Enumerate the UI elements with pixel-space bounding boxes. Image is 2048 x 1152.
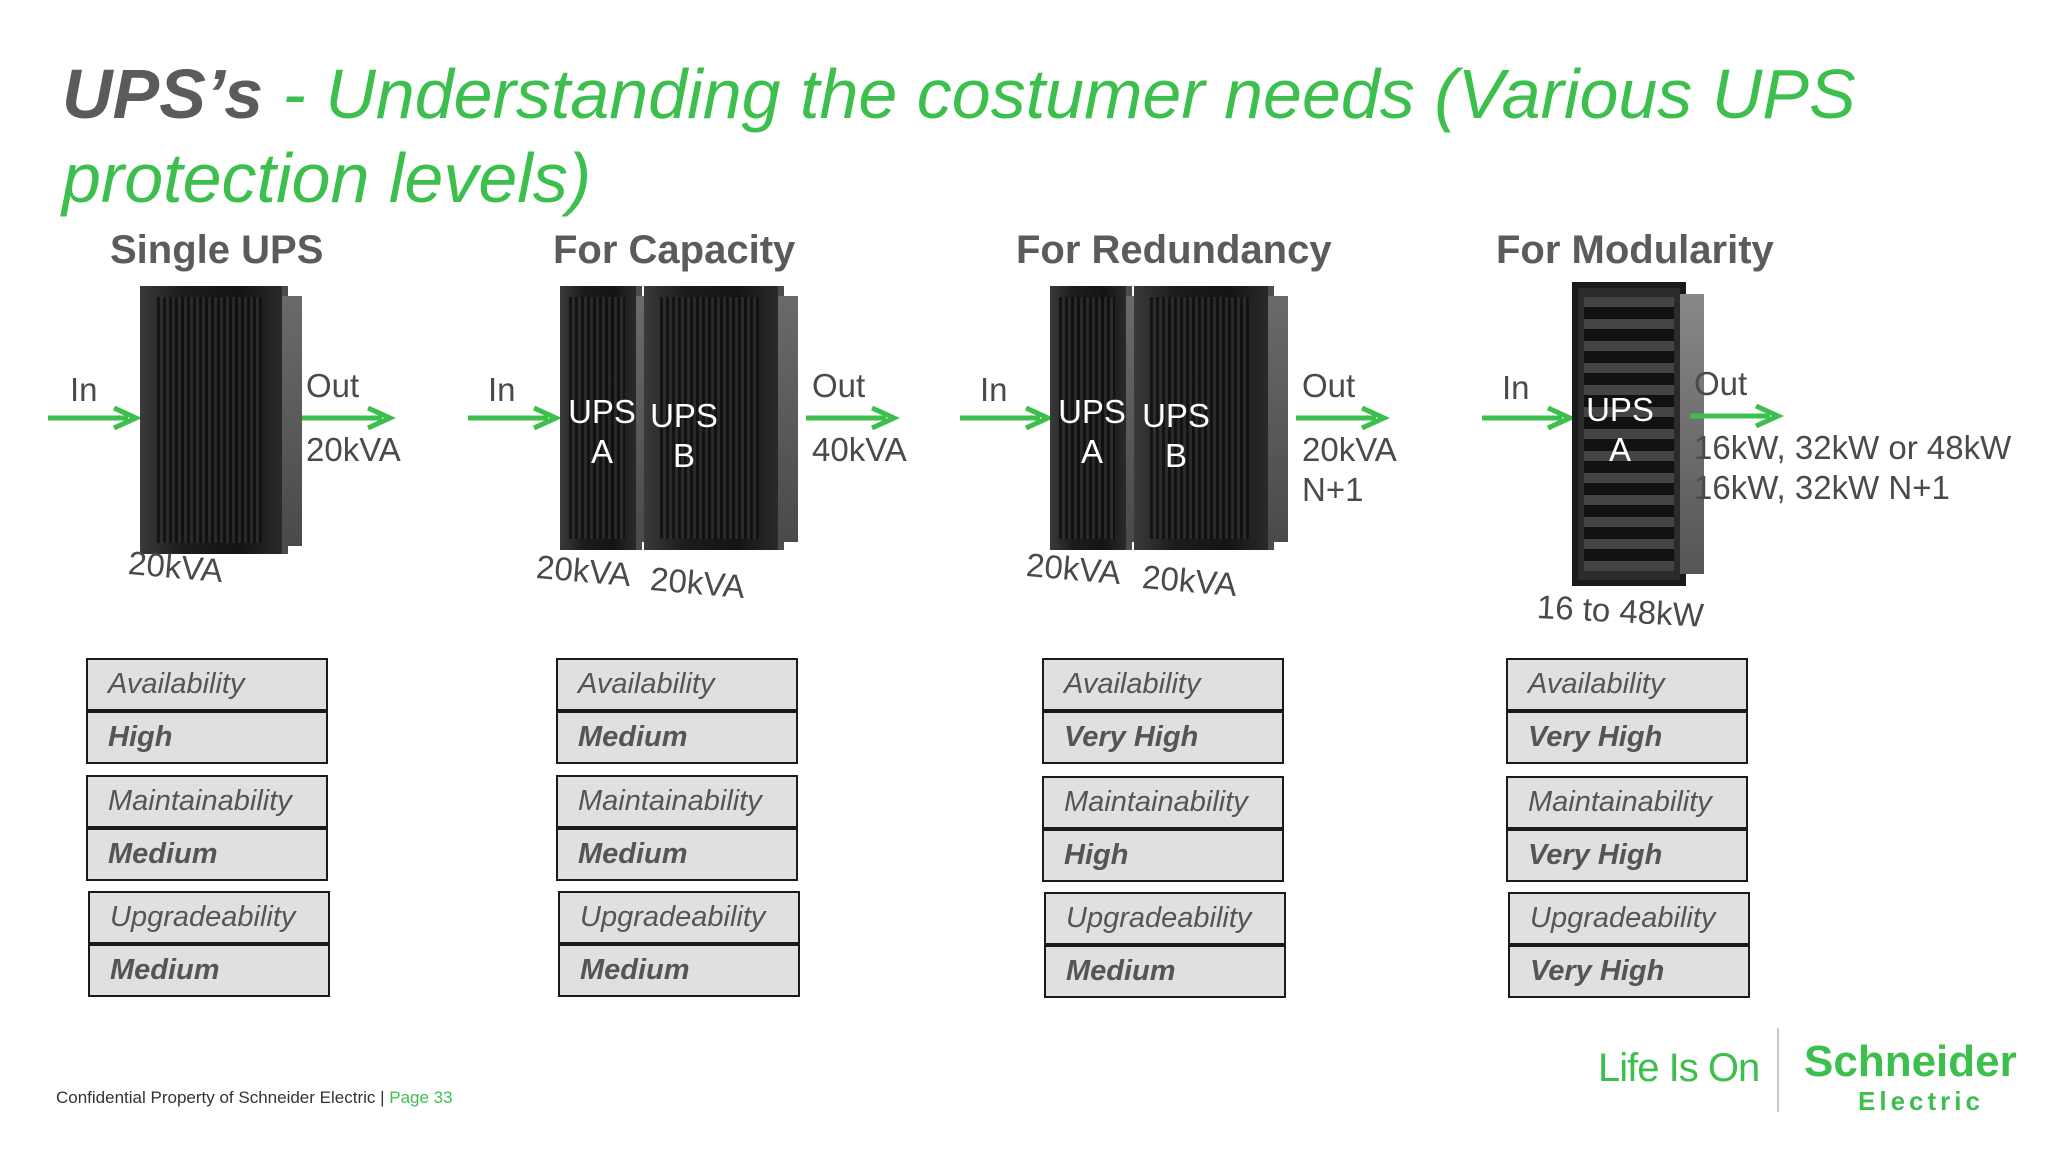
in-label: In bbox=[70, 371, 98, 408]
metric-value-maintainability: Very High bbox=[1506, 829, 1748, 882]
ups-cabinet-b bbox=[644, 286, 798, 550]
logo-divider bbox=[1777, 1028, 1779, 1112]
out-value: 20kVA bbox=[1302, 431, 1397, 468]
out-extra: 16kW, 32kW N+1 bbox=[1694, 469, 1950, 506]
modular-ups-rack bbox=[1572, 282, 1704, 586]
in-arrow-icon bbox=[960, 406, 1054, 430]
out-arrow-icon bbox=[302, 406, 396, 430]
in-arrow-icon bbox=[1482, 406, 1576, 430]
slide-title: UPS’s - Understanding the costumer needs… bbox=[62, 52, 2012, 220]
metric-label-maintainability: Maintainability bbox=[1506, 776, 1748, 829]
out-value: 20kVA bbox=[306, 431, 401, 468]
metric-value-upgradeability: Medium bbox=[88, 944, 330, 997]
life-is-on-logo: Life Is On bbox=[1598, 1046, 1760, 1090]
out-label: Out bbox=[1694, 365, 1748, 402]
in-label: In bbox=[1502, 369, 1530, 406]
metric-value-maintainability: High bbox=[1042, 829, 1284, 882]
out-arrow-icon bbox=[1690, 404, 1784, 428]
metric-label-availability: Availability bbox=[1506, 658, 1748, 711]
title-strong: UPS’s bbox=[62, 55, 264, 133]
out-label: Out bbox=[306, 367, 360, 404]
column-heading: For Redundancy bbox=[1016, 228, 1332, 272]
metric-label-maintainability: Maintainability bbox=[1042, 776, 1284, 829]
out-arrow-icon bbox=[1296, 406, 1390, 430]
out-arrow-icon bbox=[806, 406, 900, 430]
out-extra: N+1 bbox=[1302, 471, 1364, 508]
metric-value-availability: Very High bbox=[1042, 711, 1284, 764]
metric-label-maintainability: Maintainability bbox=[556, 775, 798, 828]
out-label: Out bbox=[1302, 367, 1356, 404]
column-heading: For Modularity bbox=[1496, 228, 1774, 272]
ups-cabinet bbox=[140, 286, 302, 554]
column-heading: For Capacity bbox=[553, 228, 796, 272]
out-value: 16kW, 32kW or 48kW bbox=[1694, 429, 2012, 466]
metric-value-maintainability: Medium bbox=[86, 828, 328, 881]
column-single-ups: Single UPS In Out 20kVA 20kVA Availabili… bbox=[0, 0, 480, 1152]
footer: Confidential Property of Schneider Elect… bbox=[56, 1088, 453, 1108]
metric-label-availability: Availability bbox=[556, 658, 798, 711]
metric-label-availability: Availability bbox=[1042, 658, 1284, 711]
rating-label-b: 20kVA bbox=[1140, 558, 1239, 604]
metric-label-upgradeability: Upgradeability bbox=[1508, 892, 1750, 945]
metric-label-upgradeability: Upgradeability bbox=[558, 891, 800, 944]
in-arrow-icon bbox=[468, 406, 562, 430]
in-arrow-icon bbox=[48, 406, 142, 430]
ups-cabinet-b bbox=[1134, 286, 1288, 550]
rating-label-a: 20kVA bbox=[1024, 546, 1123, 592]
in-label: In bbox=[980, 371, 1008, 408]
metric-label-maintainability: Maintainability bbox=[86, 775, 328, 828]
rating-label: 16 to 48kW bbox=[1536, 588, 1705, 634]
metric-label-upgradeability: Upgradeability bbox=[88, 891, 330, 944]
rating-label-a: 20kVA bbox=[534, 548, 633, 594]
title-rest: - Understanding the costumer needs (Vari… bbox=[62, 55, 1856, 217]
schneider-logo: Schneider bbox=[1804, 1037, 2017, 1086]
metric-value-upgradeability: Medium bbox=[1044, 945, 1286, 998]
rating-label-b: 20kVA bbox=[648, 560, 747, 606]
electric-logo: Electric bbox=[1858, 1086, 1984, 1116]
column-heading: Single UPS bbox=[110, 228, 324, 272]
metric-value-upgradeability: Medium bbox=[558, 944, 800, 997]
footer-text: Confidential Property of Schneider Elect… bbox=[56, 1088, 390, 1107]
out-value: 40kVA bbox=[812, 431, 907, 468]
metric-value-upgradeability: Very High bbox=[1508, 945, 1750, 998]
in-label: In bbox=[488, 371, 516, 408]
metric-label-upgradeability: Upgradeability bbox=[1044, 892, 1286, 945]
out-label: Out bbox=[812, 367, 866, 404]
metric-value-availability: Medium bbox=[556, 711, 798, 764]
page-number: Page 33 bbox=[389, 1088, 453, 1107]
metric-value-availability: High bbox=[86, 711, 328, 764]
metric-value-maintainability: Medium bbox=[556, 828, 798, 881]
metric-label-availability: Availability bbox=[86, 658, 328, 711]
metric-value-availability: Very High bbox=[1506, 711, 1748, 764]
